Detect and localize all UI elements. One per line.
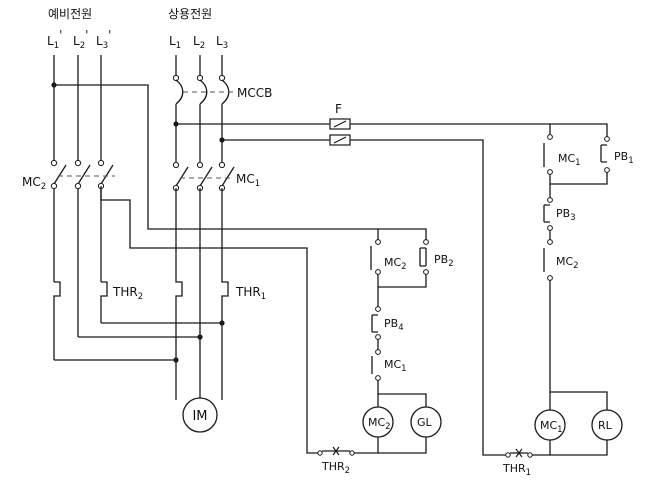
reserve-line-label: L1'	[47, 28, 62, 51]
mid-control-circuit	[317, 228, 442, 456]
mccb-label: MCCB	[237, 86, 272, 100]
mc1-main-label: MC1	[236, 172, 260, 189]
motor-label: IM	[192, 409, 207, 424]
thr1-contact-label: THR1	[502, 462, 531, 478]
pb4-label: PB4	[384, 317, 404, 333]
reserve-line-label: L2'	[73, 28, 88, 51]
commercial-supply-wires	[175, 55, 223, 77]
pb1-label: PB1	[614, 150, 634, 166]
commercial-line-label: L1	[169, 34, 181, 51]
rl-lamp-label: RL	[598, 419, 613, 432]
mc1-main-contacts	[172, 161, 235, 192]
right-mc1-contact-label: MC1	[558, 152, 581, 168]
thr2-main-elements	[53, 281, 108, 360]
reserve-line-labels: L1' L2' L3'	[47, 28, 111, 51]
right-control-circuit	[505, 123, 623, 458]
pb3-label: PB3	[556, 207, 576, 223]
commercial-line-labels: L1 L2 L3	[169, 34, 228, 51]
reserve-power-label: 예비전원	[48, 7, 92, 21]
mc2-main-contacts	[50, 159, 115, 190]
right-mc2-contact-label: MC2	[556, 255, 579, 271]
commercial-line-label: L2	[193, 34, 205, 51]
fuse-label: F	[335, 102, 342, 116]
gl-lamp-label: GL	[417, 416, 433, 429]
thr2-main-label: THR2	[112, 285, 143, 302]
thr1-main-label: THR1	[235, 285, 266, 302]
fuse-element	[329, 118, 351, 146]
mc2-main-label: MC2	[22, 175, 46, 192]
mc1-coil-label: MC1	[540, 419, 563, 435]
changeover-cross-wires	[54, 320, 225, 363]
mc2-coil-label: MC2	[368, 416, 391, 432]
control-supply-wires	[51, 82, 551, 456]
mid-mc1-contact-label: MC1	[384, 358, 407, 374]
commercial-line-label: L3	[216, 34, 228, 51]
commercial-load-wires	[175, 188, 229, 400]
commercial-power-label: 상용전원	[168, 7, 212, 21]
induction-motor: IM	[182, 397, 218, 433]
mid-mc2-contact-label: MC2	[384, 256, 407, 272]
reserve-supply-wires	[53, 55, 102, 337]
reserve-line-label: L3'	[96, 28, 111, 51]
mccb-breaker	[172, 74, 235, 105]
thr2-contact-label: THR2	[321, 460, 350, 476]
commercial-feed-wires	[175, 104, 223, 163]
pb2-label: PB2	[434, 253, 454, 269]
